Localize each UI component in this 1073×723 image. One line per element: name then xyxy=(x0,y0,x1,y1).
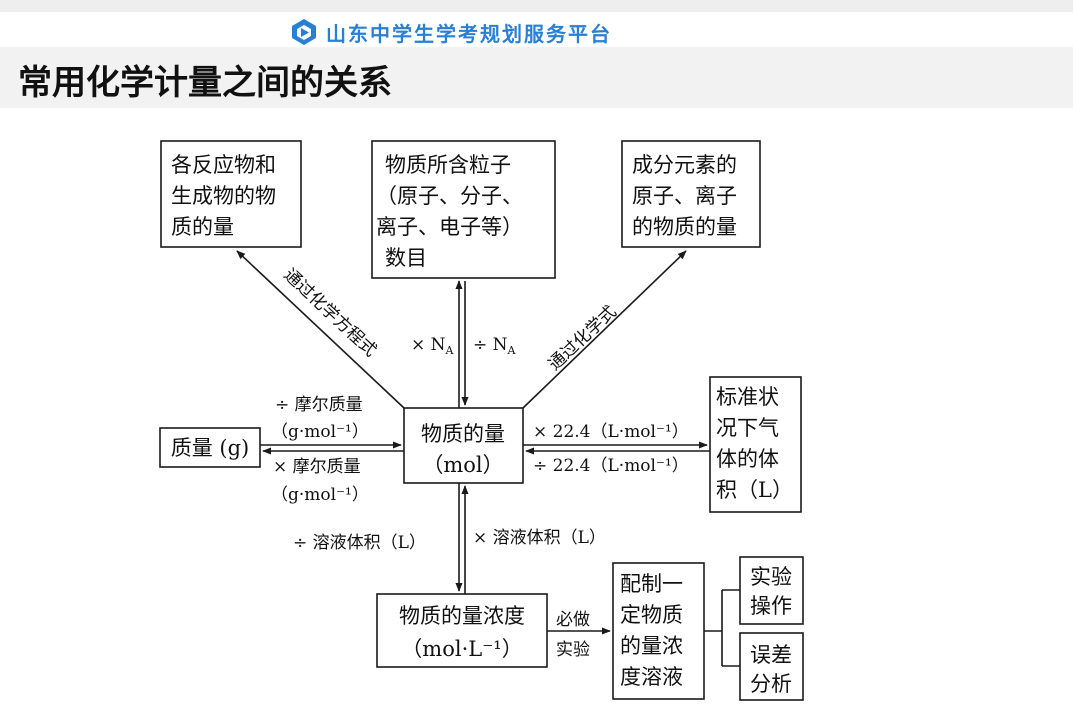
operation-line-2: 操作 xyxy=(750,594,792,618)
box-prep xyxy=(612,562,705,700)
particles-line-3: 离子、电子等） xyxy=(376,215,523,239)
prep-line-4: 度溶液 xyxy=(620,665,683,689)
page-title: 常用化学计量之间的关系 xyxy=(18,63,392,103)
box-error xyxy=(739,632,804,701)
brand-header: 山东中学生学考规划服务平台 xyxy=(290,17,612,47)
label-via-equation: 通过化学方程式 xyxy=(280,265,381,361)
label-div-molar-unit: （g·mol⁻¹） xyxy=(271,422,369,442)
conc-line-2: （mol·L⁻¹） xyxy=(401,637,522,661)
gas-line-3: 体的体 xyxy=(716,447,779,471)
prep-line-2: 定物质 xyxy=(620,603,683,627)
box-operation xyxy=(739,556,804,625)
label-mul-sol-vol: × 溶液体积（L） xyxy=(473,528,606,548)
gas-line-4: 积（L） xyxy=(716,478,793,502)
label-via-formula: 通过化学式 xyxy=(545,302,621,375)
center-line-2: （mol） xyxy=(422,453,503,477)
center-line-1: 物质的量 xyxy=(421,422,505,446)
particles-line-1: 物质所含粒子 xyxy=(385,153,511,177)
label-must-do-1: 必做 xyxy=(556,610,590,630)
reactants-line-1: 各反应物和 xyxy=(171,153,276,177)
reactants-line-2: 生成物的物 xyxy=(171,184,276,208)
brand-name: 山东中学生学考规划服务平台 xyxy=(326,21,612,46)
arrow-to-reactants xyxy=(236,250,405,409)
elements-line-1: 成分元素的 xyxy=(632,153,737,177)
brand-logo-icon xyxy=(292,19,316,45)
box-conc xyxy=(376,593,548,668)
error-line-2: 分析 xyxy=(750,672,792,696)
label-must-do-2: 实验 xyxy=(556,640,590,660)
particles-line-4: 数目 xyxy=(385,246,427,270)
elements-line-3: 的物质的量 xyxy=(632,215,737,239)
label-mul-molar-unit: （g·mol⁻¹） xyxy=(271,485,369,505)
label-divide-na: ÷ NA xyxy=(473,335,517,357)
top-strip xyxy=(0,0,1073,12)
label-div-molar-mass: ÷ 摩尔质量 xyxy=(275,395,363,415)
box-mass xyxy=(159,427,261,468)
conc-line-1: 物质的量浓度 xyxy=(399,604,525,628)
label-div-sol-vol: ÷ 溶液体积（L） xyxy=(293,533,426,553)
arrow-to-elements xyxy=(522,250,687,409)
label-times-na: × NA xyxy=(411,335,455,357)
label-mul-molar-mass: × 摩尔质量 xyxy=(273,457,361,477)
particles-line-2: （原子、分子、 xyxy=(376,184,523,208)
mass-label: 质量 (g) xyxy=(171,436,250,460)
box-center xyxy=(403,407,524,484)
prep-line-3: 的量浓 xyxy=(620,634,683,658)
gas-line-1: 标准状 xyxy=(716,385,779,409)
gas-line-2: 况下气 xyxy=(716,416,779,440)
label-mul-molar-vol: × 22.4（L·mol⁻¹） xyxy=(533,422,689,442)
error-line-1: 误差 xyxy=(750,643,792,667)
operation-line-1: 实验 xyxy=(750,565,792,589)
box-reactants xyxy=(160,140,302,248)
label-div-molar-vol: ÷ 22.4（L·mol⁻¹） xyxy=(533,456,689,476)
box-particles xyxy=(371,140,556,279)
box-elements xyxy=(621,140,761,248)
box-gas xyxy=(709,376,802,513)
bracket-prep-branches xyxy=(704,589,740,667)
elements-line-2: 原子、离子 xyxy=(632,184,737,208)
reactants-line-3: 质的量 xyxy=(171,215,234,239)
prep-line-1: 配制一 xyxy=(620,572,683,596)
title-bar: 常用化学计量之间的关系 xyxy=(0,47,1073,108)
